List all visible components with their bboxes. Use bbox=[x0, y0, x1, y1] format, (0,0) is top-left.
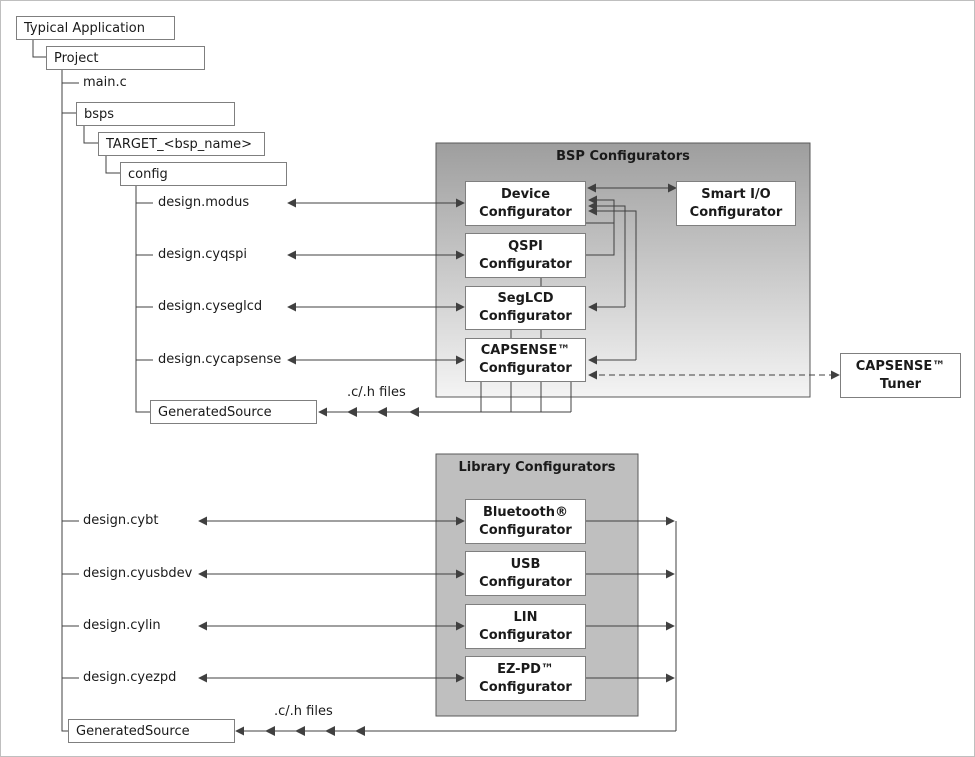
lib-bus-chevron-2 bbox=[295, 726, 305, 736]
lib-bus-chevron-1 bbox=[265, 726, 275, 736]
config-node[interactable]: config bbox=[120, 162, 287, 186]
bsp-file-modus[interactable]: design.modus bbox=[158, 195, 253, 211]
lib-file-cybt[interactable]: design.cybt bbox=[83, 513, 162, 529]
seglcd-configurator[interactable]: SegLCD Configurator bbox=[465, 286, 586, 330]
lib-panel-title: Library Configurators bbox=[458, 460, 616, 475]
tree-line-config bbox=[135, 184, 150, 413]
bluetooth-configurator[interactable]: Bluetooth® Configurator bbox=[465, 499, 586, 544]
bsp-file-cyseglcd[interactable]: design.cyseglcd bbox=[158, 299, 266, 315]
ezpd-configurator[interactable]: EZ-PD™ Configurator bbox=[465, 656, 586, 701]
generated-source-project-node[interactable]: GeneratedSource bbox=[68, 719, 235, 743]
lib-file-cyezpd[interactable]: design.cyezpd bbox=[83, 670, 180, 686]
device-configurator-line2: Configurator bbox=[479, 204, 572, 220]
tree-line-bsps bbox=[83, 124, 98, 144]
lib-bus-chevron-4 bbox=[355, 726, 365, 736]
bus-chevrons bbox=[265, 407, 419, 736]
bsp-configurators-panel: BSP Configurators bbox=[436, 143, 810, 397]
lib-file-cylin[interactable]: design.cylin bbox=[83, 618, 164, 634]
bsp-output-files-label: .c/.h files bbox=[347, 385, 406, 400]
device-configurator-line1: Device bbox=[500, 186, 551, 202]
tree-line-target bbox=[105, 154, 120, 174]
bsp-bus-chevron-3 bbox=[409, 407, 419, 417]
capsense-configurator-line1: CAPSENSE™ bbox=[480, 343, 571, 358]
lib-bus-chevron-3 bbox=[325, 726, 335, 736]
tree-line-root bbox=[32, 39, 46, 58]
usb-configurator[interactable]: USB Configurator bbox=[465, 551, 586, 596]
ezpd-configurator-line2: Configurator bbox=[479, 679, 572, 695]
usb-configurator-line1: USB bbox=[510, 556, 541, 572]
capsense-configurator-line2: Configurator bbox=[479, 361, 572, 376]
smart-io-line2: Configurator bbox=[689, 204, 783, 220]
feedback-capsense-up bbox=[588, 206, 637, 360]
capsense-tuner-line1: CAPSENSE™ bbox=[855, 358, 946, 374]
capsense-tuner-line2: Tuner bbox=[879, 376, 922, 392]
smart-io-line1: Smart I/O bbox=[701, 186, 771, 202]
bluetooth-configurator-line1: Bluetooth® bbox=[483, 504, 568, 520]
feedback-seglcd-up bbox=[588, 201, 626, 307]
root-node[interactable]: Typical Application bbox=[16, 16, 175, 40]
lin-configurator-line1: LIN bbox=[513, 609, 538, 625]
bsp-file-cyqspi[interactable]: design.cyqspi bbox=[158, 247, 250, 263]
tree-line-project bbox=[61, 68, 68, 732]
device-configurator[interactable]: Device Configurator bbox=[465, 181, 586, 226]
feedback-seglcd-device bbox=[586, 223, 615, 256]
bsp-file-cycapsense[interactable]: design.cycapsense bbox=[158, 352, 285, 368]
bsp-bus-chevron-1 bbox=[347, 407, 357, 417]
bsp-panel-title: BSP Configurators bbox=[556, 149, 690, 164]
lib-file-cyusbdev[interactable]: design.cyusbdev bbox=[83, 566, 196, 582]
seglcd-configurator-line1: SegLCD bbox=[497, 291, 554, 306]
capsense-configurator[interactable]: CAPSENSE™ Configurator bbox=[465, 338, 586, 382]
bsps-node[interactable]: bsps bbox=[76, 102, 235, 126]
bsp-bus-chevron-2 bbox=[377, 407, 387, 417]
seglcd-configurator-line2: Configurator bbox=[479, 309, 572, 324]
bluetooth-configurator-line2: Configurator bbox=[479, 522, 572, 538]
lib-output-files-label: .c/.h files bbox=[274, 704, 333, 719]
usb-configurator-line2: Configurator bbox=[479, 574, 572, 590]
ezpd-configurator-line1: EZ-PD™ bbox=[497, 661, 554, 677]
qspi-configurator[interactable]: QSPI Configurator bbox=[465, 233, 586, 278]
capsense-tuner[interactable]: CAPSENSE™ Tuner bbox=[840, 353, 961, 398]
generated-source-config-node[interactable]: GeneratedSource bbox=[150, 400, 317, 424]
qspi-configurator-line1: QSPI bbox=[508, 238, 543, 254]
lin-configurator-line2: Configurator bbox=[479, 627, 572, 643]
qspi-configurator-line2: Configurator bbox=[479, 256, 572, 272]
library-configurators-panel: Library Configurators bbox=[436, 454, 638, 716]
project-node[interactable]: Project bbox=[46, 46, 205, 70]
main-c-file[interactable]: main.c bbox=[83, 75, 130, 91]
lin-configurator[interactable]: LIN Configurator bbox=[465, 604, 586, 649]
smart-io-configurator[interactable]: Smart I/O Configurator bbox=[676, 181, 796, 226]
target-node[interactable]: TARGET_<bsp_name> bbox=[98, 132, 265, 156]
